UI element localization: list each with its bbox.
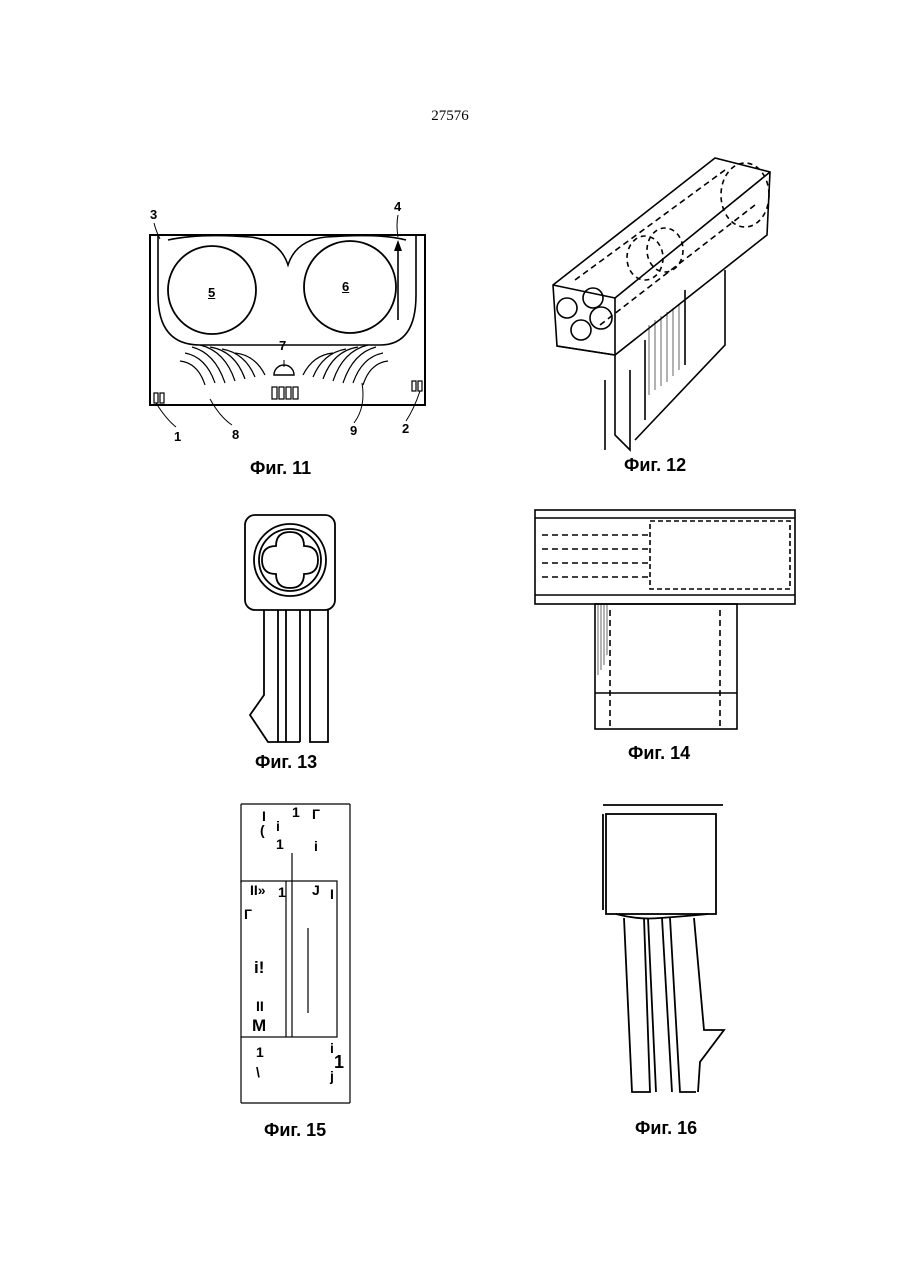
fig15-fragment: II — [256, 999, 264, 1013]
figure-13 — [240, 510, 350, 750]
figure-12-caption: Фиг. 12 — [624, 455, 686, 476]
callout-1: 1 — [174, 429, 181, 444]
fig15-fragment: Г — [312, 807, 320, 821]
figure-14-caption: Фиг. 14 — [628, 743, 690, 764]
callout-9: 9 — [350, 423, 357, 438]
fig15-fragment: 1 — [276, 837, 284, 851]
fig15-fragment: i! — [254, 959, 264, 976]
figure-14 — [530, 505, 800, 735]
fig15-fragment: j — [330, 1069, 334, 1083]
fig15-fragment: J — [312, 883, 320, 897]
figure-13-drawing — [240, 510, 350, 750]
figure-12-drawing — [545, 150, 785, 455]
fig15-fragment: I — [262, 809, 266, 823]
figure-15: I ( i 1 Г 1 i J II» 1 I Г i! II M 1 \ i … — [240, 803, 352, 1105]
fig15-fragment: I — [330, 887, 334, 901]
figure-11-caption: Фиг. 11 — [250, 458, 311, 479]
callout-8: 8 — [232, 427, 239, 442]
page-number: 27576 — [0, 108, 900, 125]
callout-6: 6 — [342, 279, 349, 294]
fig15-fragment: 1 — [292, 805, 300, 819]
figure-16-drawing — [598, 800, 728, 1100]
fig15-fragment: Г — [244, 907, 252, 921]
figure-13-caption: Фиг. 13 — [255, 752, 317, 773]
figure-11: 1 2 3 4 5 6 7 8 9 — [140, 195, 440, 455]
fig15-fragment: i — [276, 819, 280, 833]
fig15-fragment: i — [314, 839, 318, 853]
figure-11-drawing — [140, 195, 440, 455]
fig15-fragment: \ — [256, 1065, 260, 1079]
callout-4: 4 — [394, 199, 401, 214]
callout-7: 7 — [279, 338, 286, 353]
fig15-fragment: 1 — [334, 1053, 344, 1071]
figure-16-caption: Фиг. 16 — [635, 1118, 697, 1139]
figure-12 — [545, 150, 785, 455]
fig15-fragment: M — [252, 1017, 266, 1034]
fig15-fragment: 1 — [256, 1045, 264, 1059]
callout-2: 2 — [402, 421, 409, 436]
figure-14-drawing — [530, 505, 800, 735]
fig15-fragment: 1 — [278, 885, 286, 899]
figure-15-caption: Фиг. 15 — [264, 1120, 326, 1141]
callout-5: 5 — [208, 285, 215, 300]
fig15-fragment: ( — [260, 823, 265, 837]
callout-3: 3 — [150, 207, 157, 222]
figure-16 — [598, 800, 728, 1100]
fig15-fragment: II» — [250, 883, 266, 897]
